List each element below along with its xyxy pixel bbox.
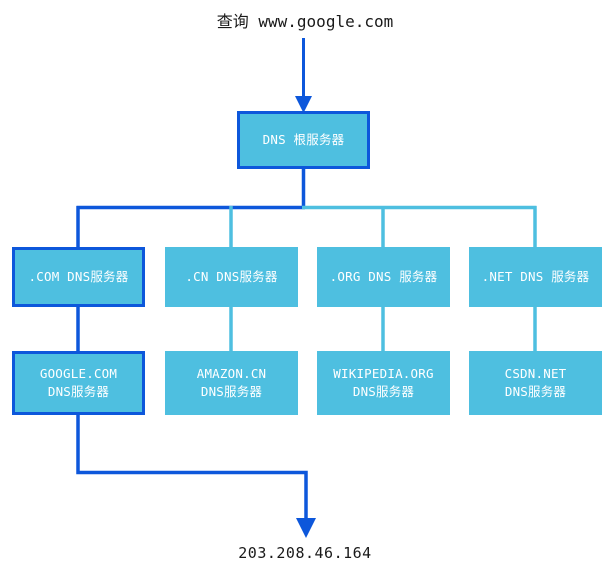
node-tld-com[interactable]: .COM DNS服务器: [12, 247, 145, 307]
node-tld-net-label: .NET DNS 服务器: [481, 268, 590, 284]
node-auth-google-com-role: DNS服务器: [47, 384, 110, 399]
node-tld-org-label: .ORG DNS 服务器: [329, 268, 438, 284]
node-auth-amazon-cn-domain: AMAZON.CN: [196, 365, 267, 381]
node-auth-csdn-net[interactable]: CSDN.NET DNS服务器: [469, 351, 602, 415]
node-auth-google-com-domain: GOOGLE.COM: [39, 365, 118, 381]
node-dns-root-label: DNS 根服务器: [262, 131, 345, 147]
node-auth-amazon-cn[interactable]: AMAZON.CN DNS服务器: [165, 351, 298, 415]
node-auth-csdn-net-role: DNS服务器: [504, 384, 567, 399]
node-auth-wikipedia-org[interactable]: WIKIPEDIA.ORG DNS服务器: [317, 351, 450, 415]
node-auth-amazon-cn-role: DNS服务器: [200, 384, 263, 399]
node-tld-org[interactable]: .ORG DNS 服务器: [317, 247, 450, 307]
query-label: 查询 www.google.com: [216, 12, 394, 31]
node-auth-csdn-net-domain: CSDN.NET: [504, 365, 567, 381]
node-auth-google-com[interactable]: GOOGLE.COM DNS服务器: [12, 351, 145, 415]
node-auth-wikipedia-org-role: DNS服务器: [352, 384, 415, 399]
arrowhead-result: [296, 518, 316, 538]
node-dns-root[interactable]: DNS 根服务器: [237, 111, 370, 169]
result-ip-label: 203.208.46.164: [238, 544, 372, 562]
node-tld-net[interactable]: .NET DNS 服务器: [469, 247, 602, 307]
node-tld-cn[interactable]: .CN DNS服务器: [165, 247, 298, 307]
node-tld-cn-label: .CN DNS服务器: [185, 268, 278, 284]
node-tld-com-label: .COM DNS服务器: [28, 268, 129, 284]
node-auth-wikipedia-org-domain: WIKIPEDIA.ORG: [333, 365, 434, 381]
wire-answer-path: [76, 414, 308, 524]
